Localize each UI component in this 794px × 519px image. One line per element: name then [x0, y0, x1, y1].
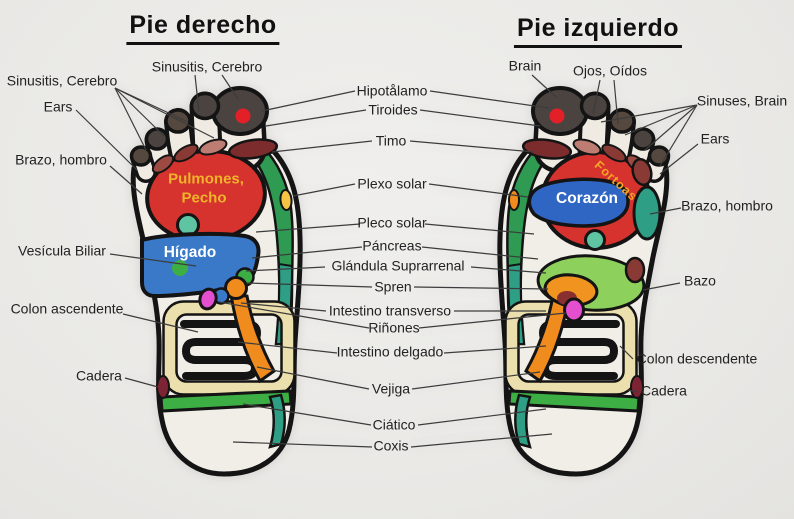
label-ojos-oidos: Ojos, Oídos [573, 62, 647, 79]
label-tiroides: Tiroides [368, 101, 418, 118]
zone-dark-red-edge-top [631, 157, 653, 187]
label-spren: Spren [374, 278, 412, 295]
label-sinuses-brain: Sinuses, Brain [696, 92, 788, 109]
zone-text-pecho: Pecho [181, 189, 227, 207]
label-colon-ascendente: Colon ascendente [10, 300, 124, 317]
zone-kidney-magenta [198, 287, 218, 311]
label-intestino-transverso: Intestino transverso [328, 302, 452, 319]
label-rinones: Riñones [368, 319, 420, 336]
zone-kidney-magenta [563, 297, 585, 323]
label-brain: Brain [508, 57, 542, 74]
title-right-foot: Pie derecho [126, 11, 280, 45]
label-brazo-hombro-left: Brazo, hombro [15, 151, 107, 168]
zone-text-pulmones: Pulmones, [168, 170, 244, 188]
label-coxis: Coxis [373, 437, 409, 454]
label-ears-left: Ears [43, 98, 73, 115]
label-timo: Timo [375, 132, 407, 149]
zone-spleen-dark-red [624, 256, 646, 284]
title-left-foot: Pie izquierdo [513, 14, 683, 48]
label-pancreas: Páncreas [362, 237, 422, 254]
zone-inner-orange-sliver [508, 189, 520, 211]
leader-lines [75, 74, 699, 448]
zone-text-higado: Hígado [163, 244, 217, 261]
label-vesicula-biliar: Vesícula Biliar [18, 242, 106, 259]
label-plexo-solar: Plexo solar [357, 175, 427, 192]
label-brazo-hombro-right: Brazo, hombro [681, 197, 773, 214]
zone-thyroid-spot [279, 189, 293, 211]
zone-orange-circle [224, 276, 248, 300]
label-sinusitis-cerebro-left: Sinusitis, Cerebro [6, 72, 118, 89]
zone-teal-circle [584, 229, 606, 251]
label-colon-descendente: Colon descendente [636, 350, 758, 367]
label-cadera-right: Cadera [641, 382, 687, 399]
label-vejiga: Vejiga [371, 380, 411, 397]
label-ears-right: Ears [700, 130, 730, 147]
label-intestino-delgado: Intestino delgado [336, 343, 444, 360]
label-pleco-solar: Pleco solar [357, 214, 427, 231]
zone-text-corazon: Corazón [556, 190, 618, 207]
label-ciatico: Ciático [372, 416, 416, 433]
zone-shoulder-teal [632, 185, 662, 241]
right-foot-illustration [132, 88, 301, 474]
label-cadera-left: Cadera [76, 367, 122, 384]
label-bazo: Bazo [684, 272, 716, 289]
left-foot-illustration [500, 88, 669, 474]
label-hipotalamo: Hipotålamo [356, 82, 428, 99]
zone-heart [527, 177, 630, 228]
label-sinusitis-cerebro-top: Sinusitis, Cerebro [151, 58, 263, 75]
label-glandula-suprarrenal: Glándula Suprarrenal [331, 257, 465, 274]
